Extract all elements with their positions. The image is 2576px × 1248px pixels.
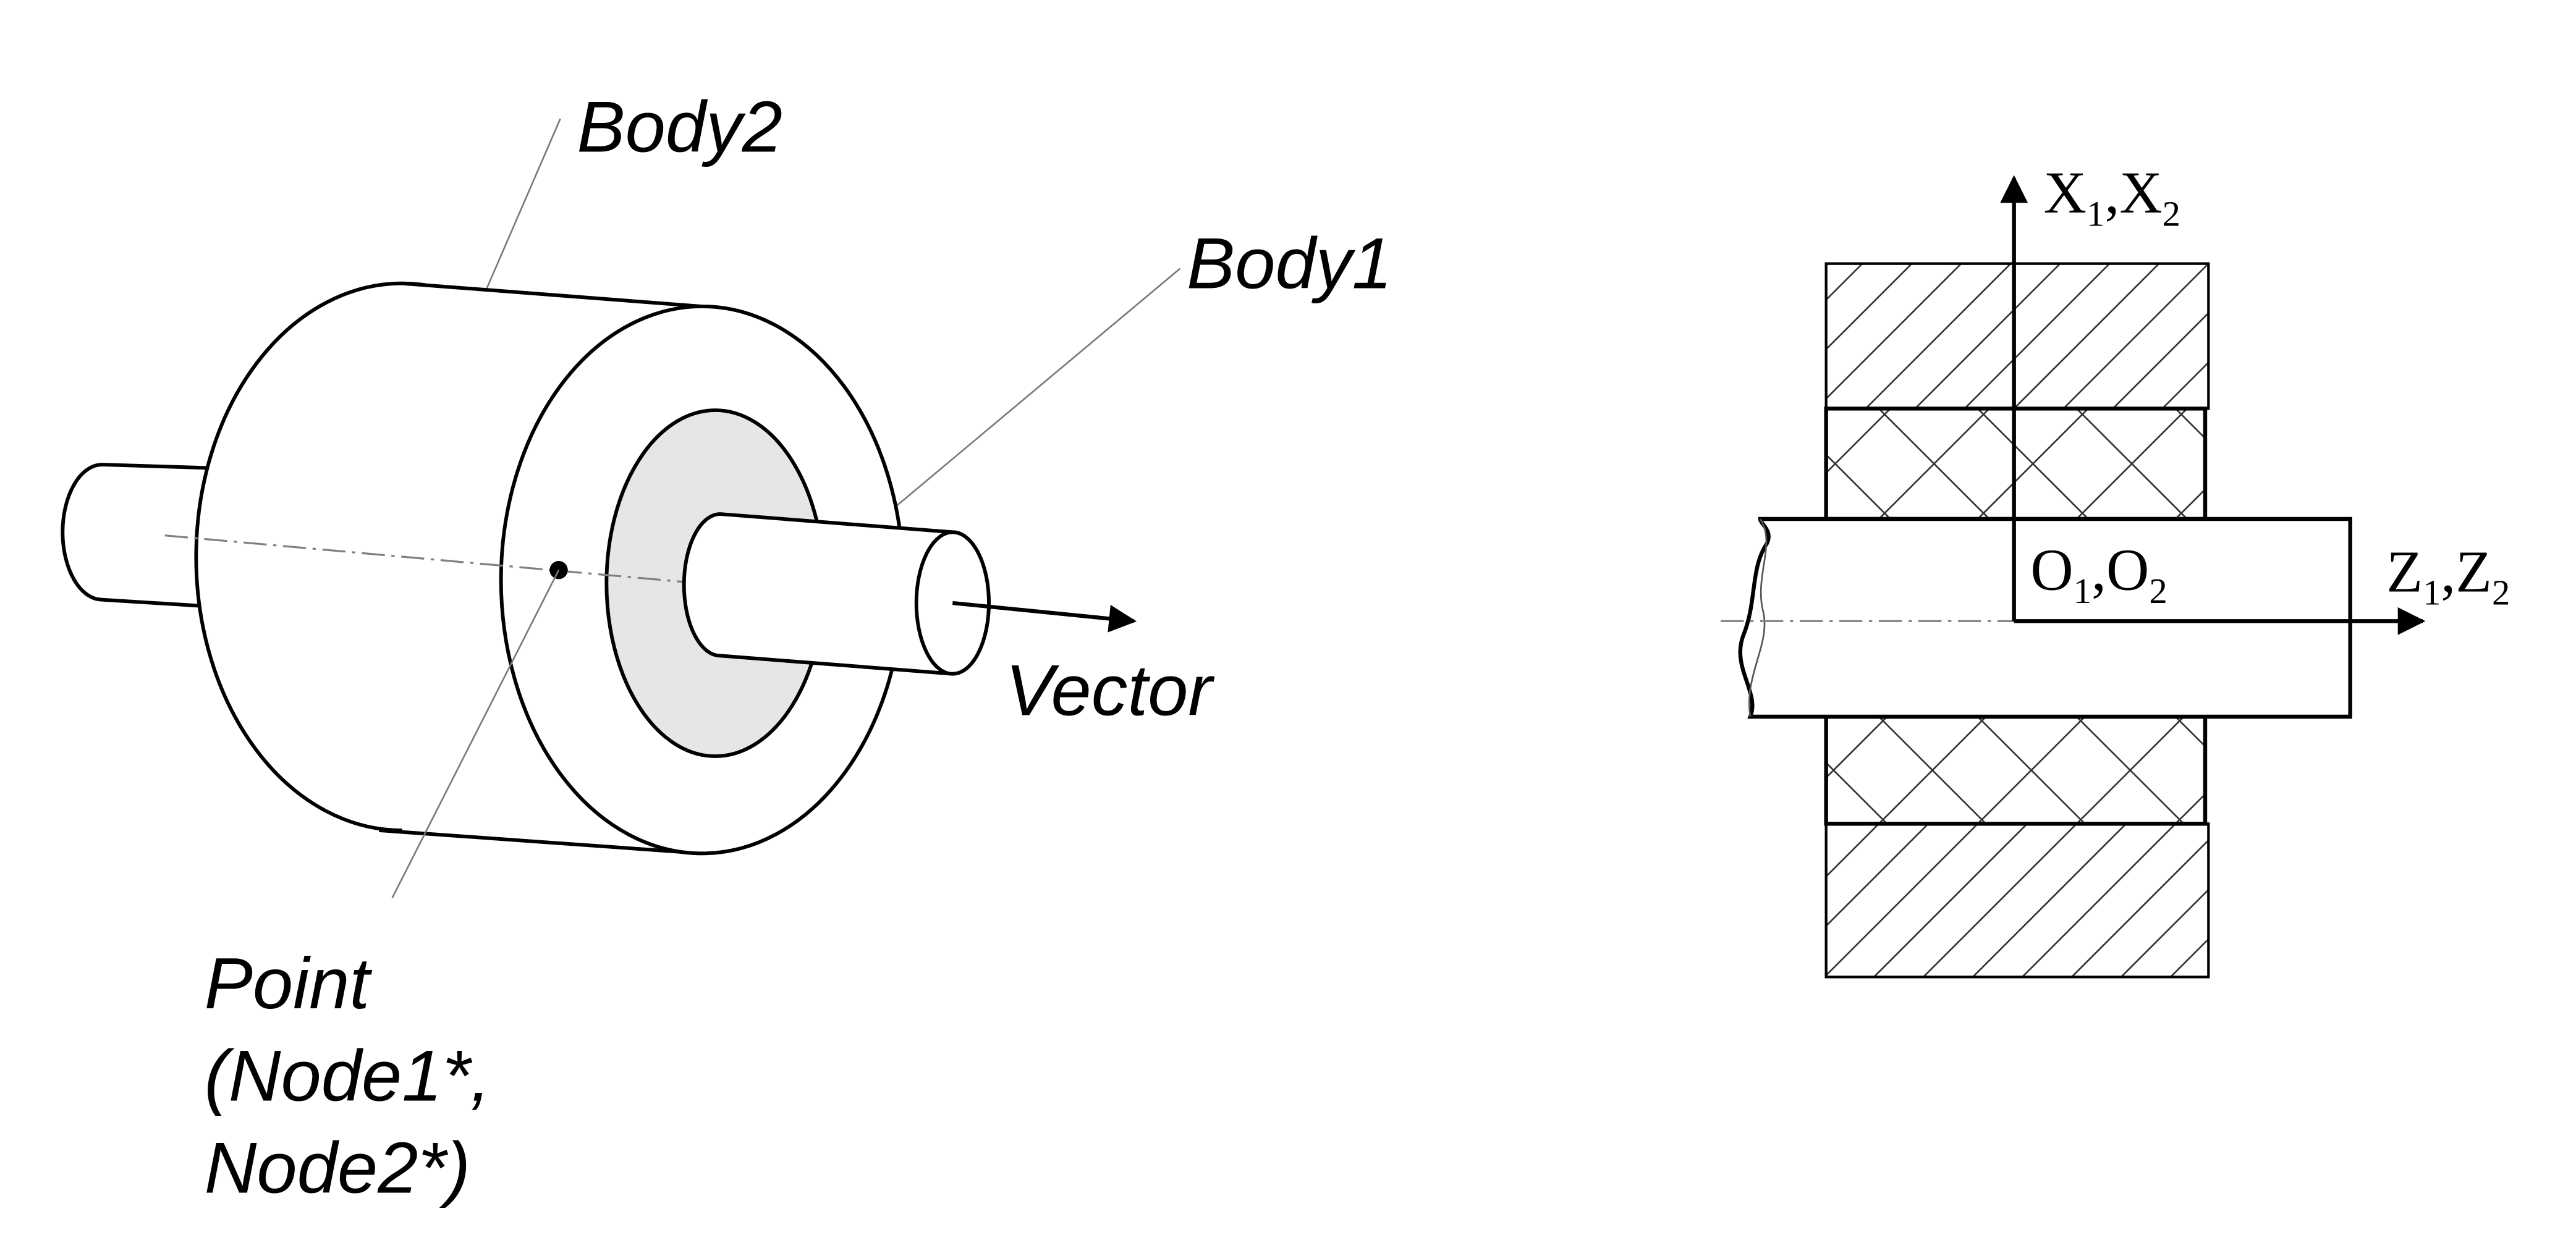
point-label-line3: Node2*)	[205, 1128, 470, 1208]
vector-label: Vector	[1006, 649, 1216, 730]
x-axis-label: X1,X2	[2044, 159, 2180, 234]
point-leader-line	[391, 570, 560, 898]
vector-arrow	[952, 601, 1137, 633]
housing-top-outline	[1824, 262, 2210, 410]
housing-top-section	[1826, 263, 2209, 409]
shaft-section	[1738, 516, 2352, 719]
joint-3d-view: Body2 Body1 Vector Point (Node1*, Node2*…	[61, 86, 1392, 1208]
bearing-bottom-outline	[1824, 714, 2208, 826]
z-axis-label: Z1,Z2	[2386, 538, 2510, 612]
housing-bottom-outline	[1824, 822, 2210, 979]
point-label-line2: (Node1*,	[205, 1035, 491, 1116]
body1-label: Body1	[1187, 223, 1392, 304]
bearing-bottom-section	[1826, 717, 2205, 824]
shaft-break-line	[1748, 518, 1768, 717]
point-label-line1: Point	[205, 943, 373, 1024]
bearing-top-section	[1826, 408, 2205, 519]
body2-top-edge	[402, 281, 703, 308]
origin-label: O1,O2	[2030, 537, 2167, 611]
left-shaft-stub	[61, 463, 210, 609]
housing-bottom-section	[1826, 824, 2209, 977]
joint-section-view: X1,X2 Z1,Z2 O1,O2	[1721, 159, 2510, 979]
body2-bottom-edge	[379, 828, 703, 856]
body2-label: Body2	[577, 86, 782, 167]
